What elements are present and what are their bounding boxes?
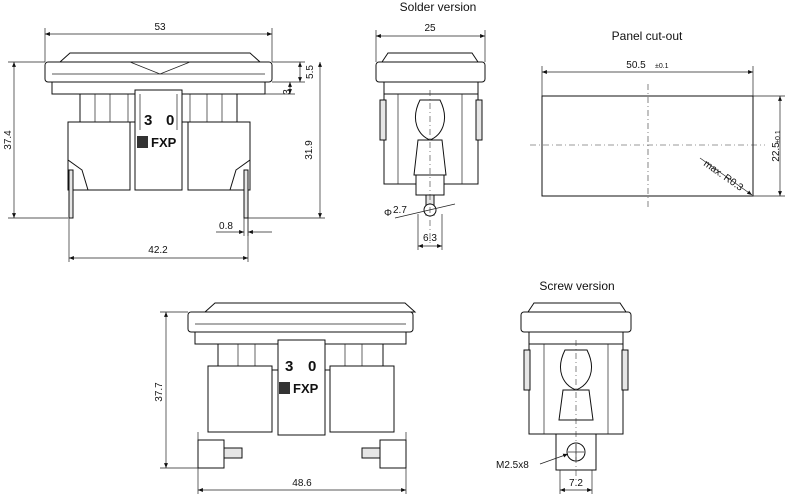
pin-width-label: 0.8 xyxy=(219,221,233,232)
cutout-width-tol: ±0.1 xyxy=(655,63,669,70)
cutout-width-label: 50.5 xyxy=(626,60,646,71)
screw-width-label: 7.2 xyxy=(569,478,583,489)
solder-width-label: 25 xyxy=(424,23,436,34)
front-width-label: 53 xyxy=(154,22,166,33)
screw-size-label: M2.5x8 xyxy=(496,460,529,471)
screw-height-label: 37.7 xyxy=(154,382,165,402)
lens-height-label: 3 xyxy=(282,89,293,95)
pin-dia-label: 2.7 xyxy=(393,205,407,216)
front-total-height-label: 37.4 xyxy=(3,130,14,150)
cutout-rect xyxy=(541,95,754,197)
panel-cutout: Panel cut-out 50.5 ±0.1 22.5 ±0.1 max. R… xyxy=(530,29,785,208)
solder-side-view: Solder version 25 Φ 2.7 6.3 xyxy=(375,0,486,250)
screw-brand-logo-icon xyxy=(279,382,290,394)
panel-heading: Panel cut-out xyxy=(612,29,683,43)
front-on-symbol: 3 xyxy=(144,112,152,129)
front-view: 53 3 0 FXP 3 xyxy=(3,22,325,262)
body-height-label: 31.9 xyxy=(304,140,315,160)
top-height-label: 5.5 xyxy=(305,65,316,79)
base-width-label: 42.2 xyxy=(148,245,168,256)
solder-heading: Solder version xyxy=(400,0,477,14)
pin-width-side-label: 6.3 xyxy=(423,233,437,244)
screw-front-view: 3 0 FXP 37.7 48.6 xyxy=(154,302,417,494)
screw-base-label: 48.6 xyxy=(292,478,312,489)
cutout-height-tol: ±0.1 xyxy=(775,130,782,144)
front-brand: FXP xyxy=(151,135,177,150)
screw-off-symbol: 0 xyxy=(308,358,316,375)
front-off-symbol: 0 xyxy=(166,112,174,129)
screw-on-symbol: 3 xyxy=(285,358,293,375)
cutout-height-label: 22.5 xyxy=(771,142,782,162)
pin-dia-prefix: Φ xyxy=(384,208,392,219)
screw-brand: FXP xyxy=(293,381,319,396)
screw-heading: Screw version xyxy=(539,279,614,293)
brand-logo-icon xyxy=(137,136,148,148)
screw-side-view: Screw version M2.5x8 7.2 xyxy=(496,279,632,494)
